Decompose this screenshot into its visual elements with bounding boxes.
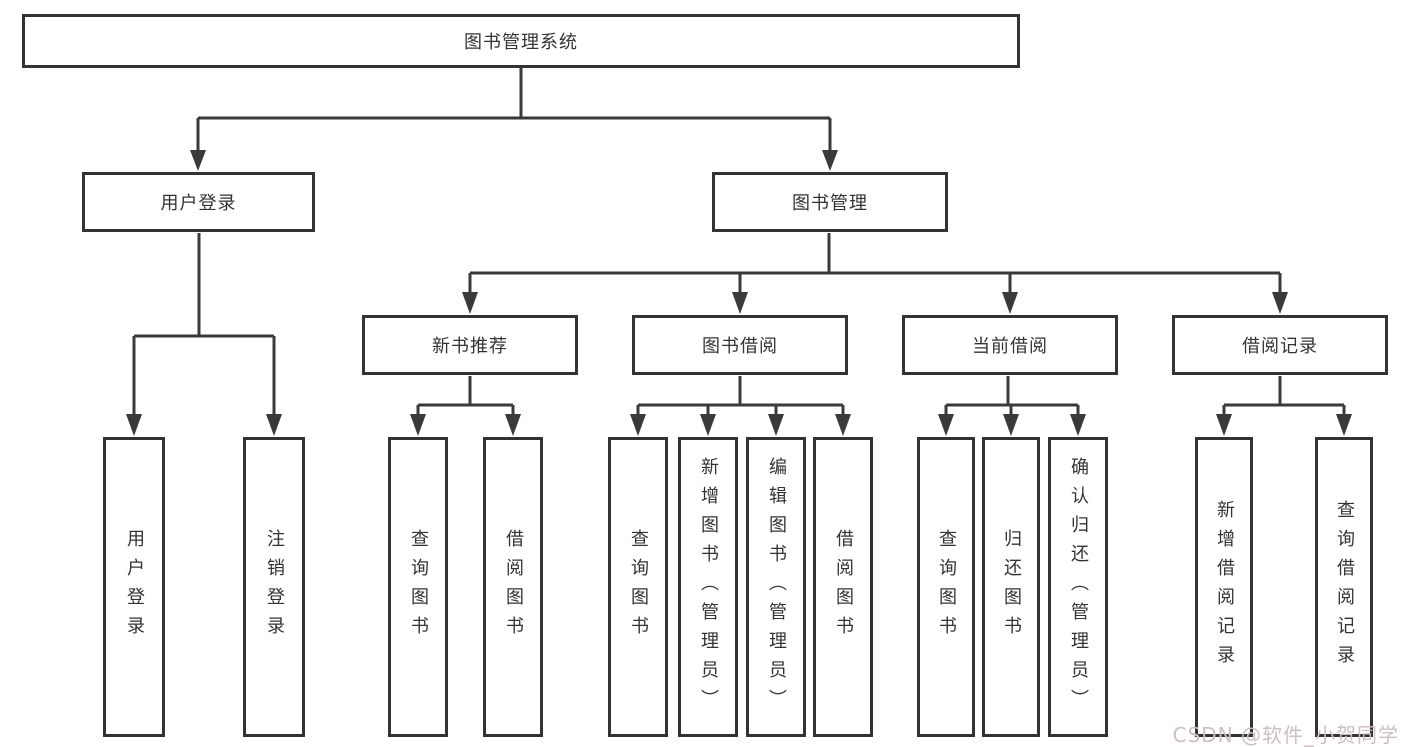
leaf-query-books-current: 查询图书 <box>917 437 975 737</box>
connector-book-management-children <box>462 233 1288 314</box>
connector-book-borrow-children <box>630 376 851 436</box>
leaf-return-books: 归还图书 <box>982 437 1040 737</box>
node-current-borrowing: 当前借阅 <box>902 315 1118 375</box>
connector-user-login-children <box>126 233 282 436</box>
leaf-confirm-return-admin: 确认归还（管理员） <box>1048 437 1108 737</box>
leaf-user-login: 用户登录 <box>103 437 165 737</box>
leaf-logout: 注销登录 <box>243 437 305 737</box>
connector-current-borrow-children <box>938 376 1086 436</box>
leaf-query-books-borrowing: 查询图书 <box>608 437 668 737</box>
connector-root-to-level2 <box>190 68 838 171</box>
connector-new-book-children <box>410 376 521 436</box>
leaf-add-borrow-record: 新增借阅记录 <box>1195 437 1253 737</box>
csdn-watermark: CSDN @软件_小贺同学 <box>1172 723 1399 747</box>
connector-borrow-records-children <box>1216 376 1352 436</box>
leaf-borrow-books-borrowing: 借阅图书 <box>813 437 873 737</box>
leaf-query-borrow-record: 查询借阅记录 <box>1315 437 1373 737</box>
leaf-add-book-admin: 新增图书（管理员） <box>678 437 738 737</box>
leaf-query-books-recommend: 查询图书 <box>388 437 448 737</box>
leaf-borrow-books-recommend: 借阅图书 <box>483 437 543 737</box>
node-borrowing-records: 借阅记录 <box>1172 315 1388 375</box>
node-user-login: 用户登录 <box>82 172 315 232</box>
node-new-book-recommendation: 新书推荐 <box>362 315 578 375</box>
node-library-management-system: 图书管理系统 <box>22 14 1020 68</box>
node-book-borrowing: 图书借阅 <box>632 315 848 375</box>
leaf-edit-book-admin: 编辑图书（管理员） <box>746 437 806 737</box>
node-book-management: 图书管理 <box>712 172 948 232</box>
